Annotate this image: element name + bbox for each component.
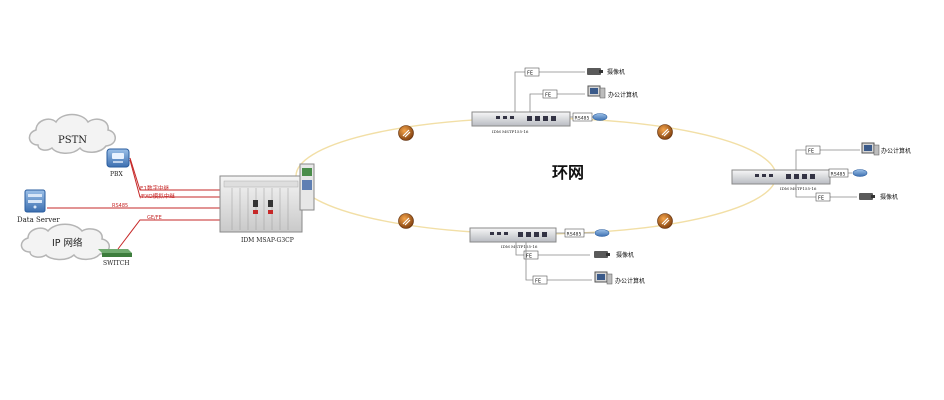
fiber-node-icon (657, 124, 673, 140)
top-fe-box-camera (524, 67, 540, 77)
camera-icon (594, 251, 610, 258)
rs485-router-icon (594, 229, 610, 237)
pstn-label: PSTN (58, 135, 87, 146)
camera-icon (859, 193, 875, 200)
bottom-pc-label: 办公计算机 (615, 277, 645, 285)
right-pc-label: 办公计算机 (881, 147, 911, 155)
fiber-node-icon (398, 213, 414, 229)
bottom-rs485-label: RS485 (567, 232, 582, 238)
server-icon (24, 189, 46, 213)
top-pc-label: 办公计算机 (608, 91, 638, 99)
mstp-unit-top (471, 111, 571, 127)
right-camera-link (795, 184, 857, 198)
right-fe-box-camera (815, 192, 831, 202)
pbx-label: PBX (110, 171, 123, 178)
top-rs485-box (572, 112, 593, 122)
top-pc-link (529, 93, 585, 112)
bottom-fe-pc-label: FE (535, 279, 541, 285)
mstp-top-label: IDM MSTP155-16 (492, 129, 529, 134)
top-camera-label: 摄像机 (607, 68, 625, 76)
computer-icon (594, 271, 613, 285)
switch-label: SWITCH (103, 260, 129, 267)
bottom-fe-box-camera (523, 250, 539, 260)
rs485-router-icon (592, 113, 608, 121)
ring-network (295, 117, 777, 235)
right-rs485-box (828, 168, 849, 178)
top-fe-pc-label: FE (545, 93, 551, 99)
pstn-cloud-icon (28, 113, 116, 154)
bottom-fe-camera-label: FE (526, 254, 532, 260)
network-switch-icon (98, 249, 132, 257)
top-rs485-label: RS485 (575, 116, 590, 122)
bottom-rs485-box (564, 228, 585, 238)
pbx-e1-link (129, 157, 220, 191)
server-rs485-label: RS485 (112, 203, 128, 209)
top-fe-box-pc (542, 89, 558, 99)
right-fe-box-pc (805, 145, 821, 155)
bottom-pc-link (525, 242, 592, 281)
right-fe-pc-label: FE (808, 149, 814, 155)
top-camera-link (514, 71, 585, 112)
msap-label: IDM MSAP-G3CP (241, 237, 294, 244)
bottom-camera-link (515, 242, 590, 256)
top-fe-camera-label: FE (527, 71, 533, 77)
switch-gefe-link (117, 219, 220, 250)
mstp-right-label: IDM MSTP155-16 (780, 186, 817, 191)
fxo-trunk-label: /FXO模拟中继 (140, 192, 175, 200)
bottom-camera-label: 摄像机 (616, 251, 634, 259)
e1-trunk-label: E1数字中继 (140, 184, 169, 192)
msap-chassis-icon (219, 163, 315, 233)
pbx-fxo-link (129, 159, 220, 198)
fiber-node-icon (398, 125, 414, 141)
ip-network-cloud-icon (20, 223, 110, 261)
right-camera-label: 摄像机 (880, 193, 898, 201)
fiber-node-icon (657, 213, 673, 229)
ip-network-label: IP 网络 (52, 237, 83, 249)
ring-label: 环网 (552, 163, 584, 182)
rs485-router-icon (852, 169, 868, 177)
computer-icon (587, 85, 606, 99)
mstp-unit-right (731, 169, 831, 185)
right-fe-camera-label: FE (818, 196, 824, 202)
bottom-fe-box-pc (532, 275, 548, 285)
right-rs485-label: RS485 (831, 172, 846, 178)
right-pc-link (795, 149, 860, 170)
mstp-bottom-label: IDM MSTP155-16 (501, 244, 538, 249)
camera-icon (587, 68, 603, 75)
computer-icon (861, 142, 880, 156)
switch-gefe-label: GE/FE (147, 215, 162, 221)
mstp-unit-bottom (469, 227, 557, 243)
data-server-label: Data Server (17, 216, 60, 224)
pbx-phone-icon (106, 148, 130, 168)
